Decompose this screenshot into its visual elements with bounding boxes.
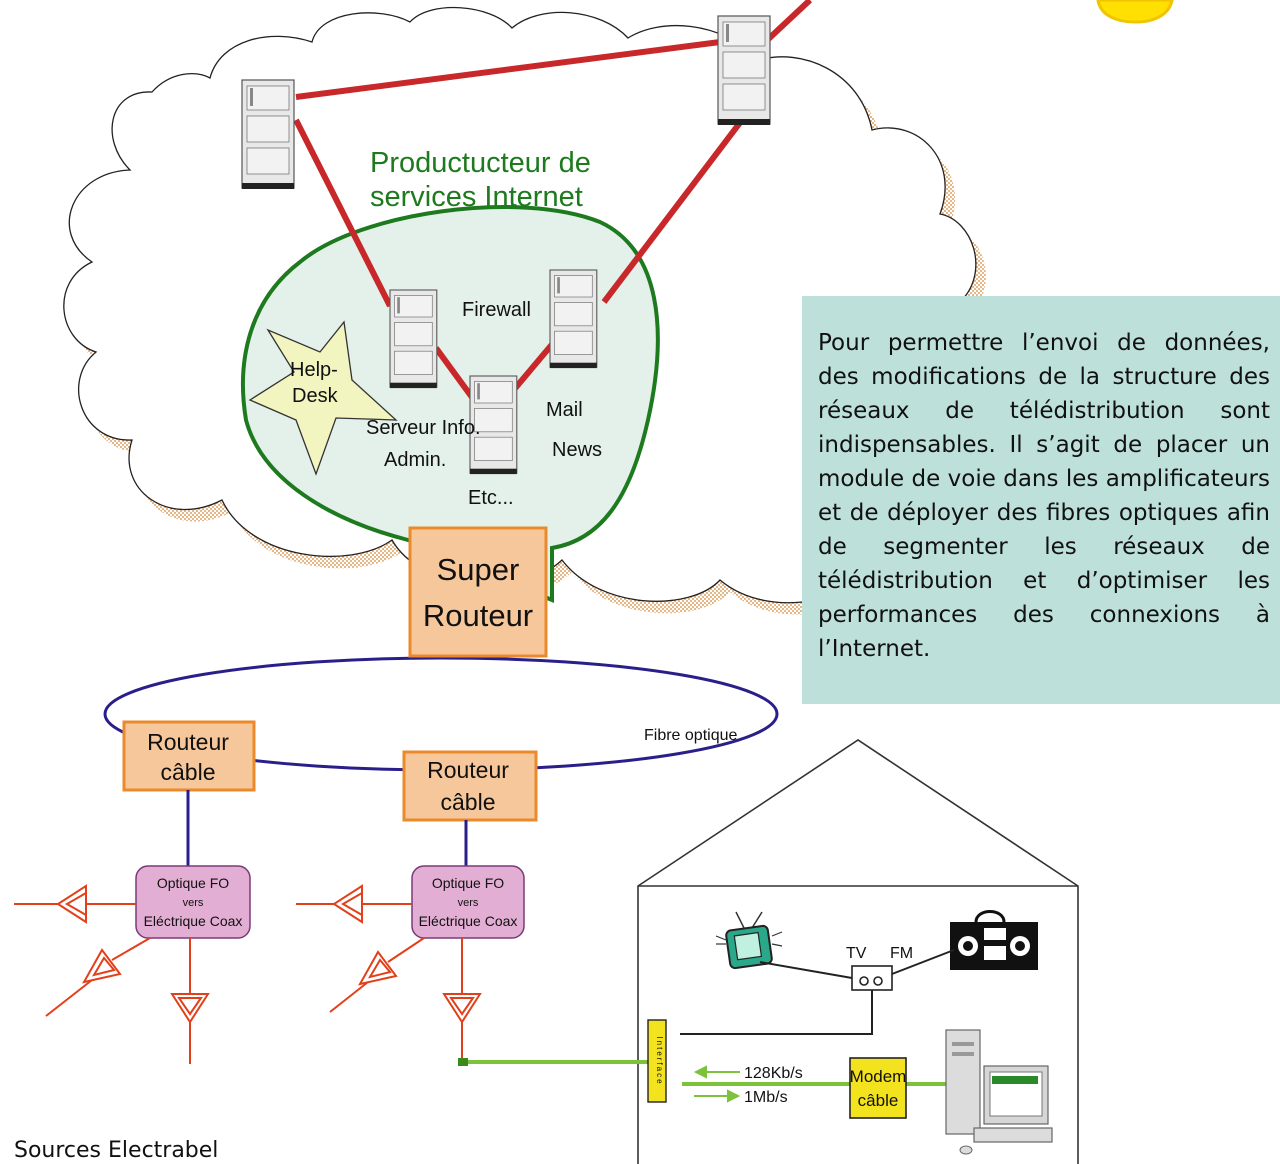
super-router-line1: Super [437, 552, 520, 587]
server-icon [717, 15, 771, 126]
source-credit: Sources Electrabel [14, 1138, 219, 1163]
tv-icon [715, 911, 783, 970]
upstream-rate: 128Kb/s [744, 1065, 803, 1082]
isp-title-line1: Productucteur de [370, 147, 591, 179]
backbone-links [293, 0, 813, 402]
server-icon [549, 269, 598, 369]
helpdesk-star [248, 320, 398, 476]
sun-icon [1096, 0, 1174, 24]
coax-amplifiers-right [296, 884, 482, 1064]
interface-box [647, 1019, 667, 1103]
isp-title-line2: services Internet [370, 181, 583, 213]
green-link [462, 1060, 946, 1086]
converter-right [411, 865, 525, 939]
house-wiring [680, 949, 955, 1035]
converter-left [135, 865, 251, 939]
modem-cable [849, 1057, 907, 1119]
coax-amplifiers-left [14, 884, 210, 1064]
modem-line1: Modem [850, 1067, 907, 1086]
modem-line2: câble [858, 1091, 899, 1110]
serveur-label-line1: Serveur Info. [366, 417, 481, 439]
mail-label: Mail [546, 399, 583, 421]
super-router [408, 526, 548, 658]
news-label: News [552, 439, 602, 461]
converter-left-line2: vers [183, 897, 204, 909]
helpdesk-label-line2: Desk [292, 385, 339, 407]
super-router-line2: Routeur [423, 598, 533, 633]
interface-label: Interface [655, 1036, 664, 1085]
server-icon [241, 79, 295, 190]
cable-router-right-line2: câble [441, 789, 496, 815]
tv-fm-splitter [851, 965, 893, 991]
fm-label: FM [890, 945, 913, 962]
converter-left-line3: Eléctrique Coax [144, 913, 243, 929]
etc-label: Etc... [468, 487, 514, 509]
info-text-box: Pour permettre l’envoi de données, des m… [802, 296, 1280, 704]
firewall-label: Firewall [462, 299, 531, 321]
computer-icon [945, 1029, 1053, 1155]
cable-router-right-line1: Routeur [427, 757, 509, 783]
tv-label: TV [846, 945, 867, 962]
flow-arrows [693, 1065, 741, 1103]
converter-right-line1: Optique FO [432, 875, 504, 891]
helpdesk-label-line1: Help- [290, 359, 338, 381]
router-drop-links [186, 790, 468, 868]
server-icon [389, 289, 438, 389]
converter-right-line3: Eléctrique Coax [419, 913, 518, 929]
serveur-label-line2: Admin. [384, 449, 446, 471]
cable-router-left [122, 720, 256, 792]
info-text: Pour permettre l’envoi de données, des m… [818, 330, 1270, 662]
fibre-label: Fibre optique [644, 727, 737, 744]
converter-right-line2: vers [458, 897, 479, 909]
cable-router-left-line2: câble [161, 759, 216, 785]
radio-icon [950, 910, 1038, 970]
cable-router-left-line1: Routeur [147, 729, 229, 755]
downstream-rate: 1Mb/s [744, 1089, 788, 1106]
converter-left-line1: Optique FO [157, 875, 229, 891]
cable-router-right [402, 750, 538, 822]
